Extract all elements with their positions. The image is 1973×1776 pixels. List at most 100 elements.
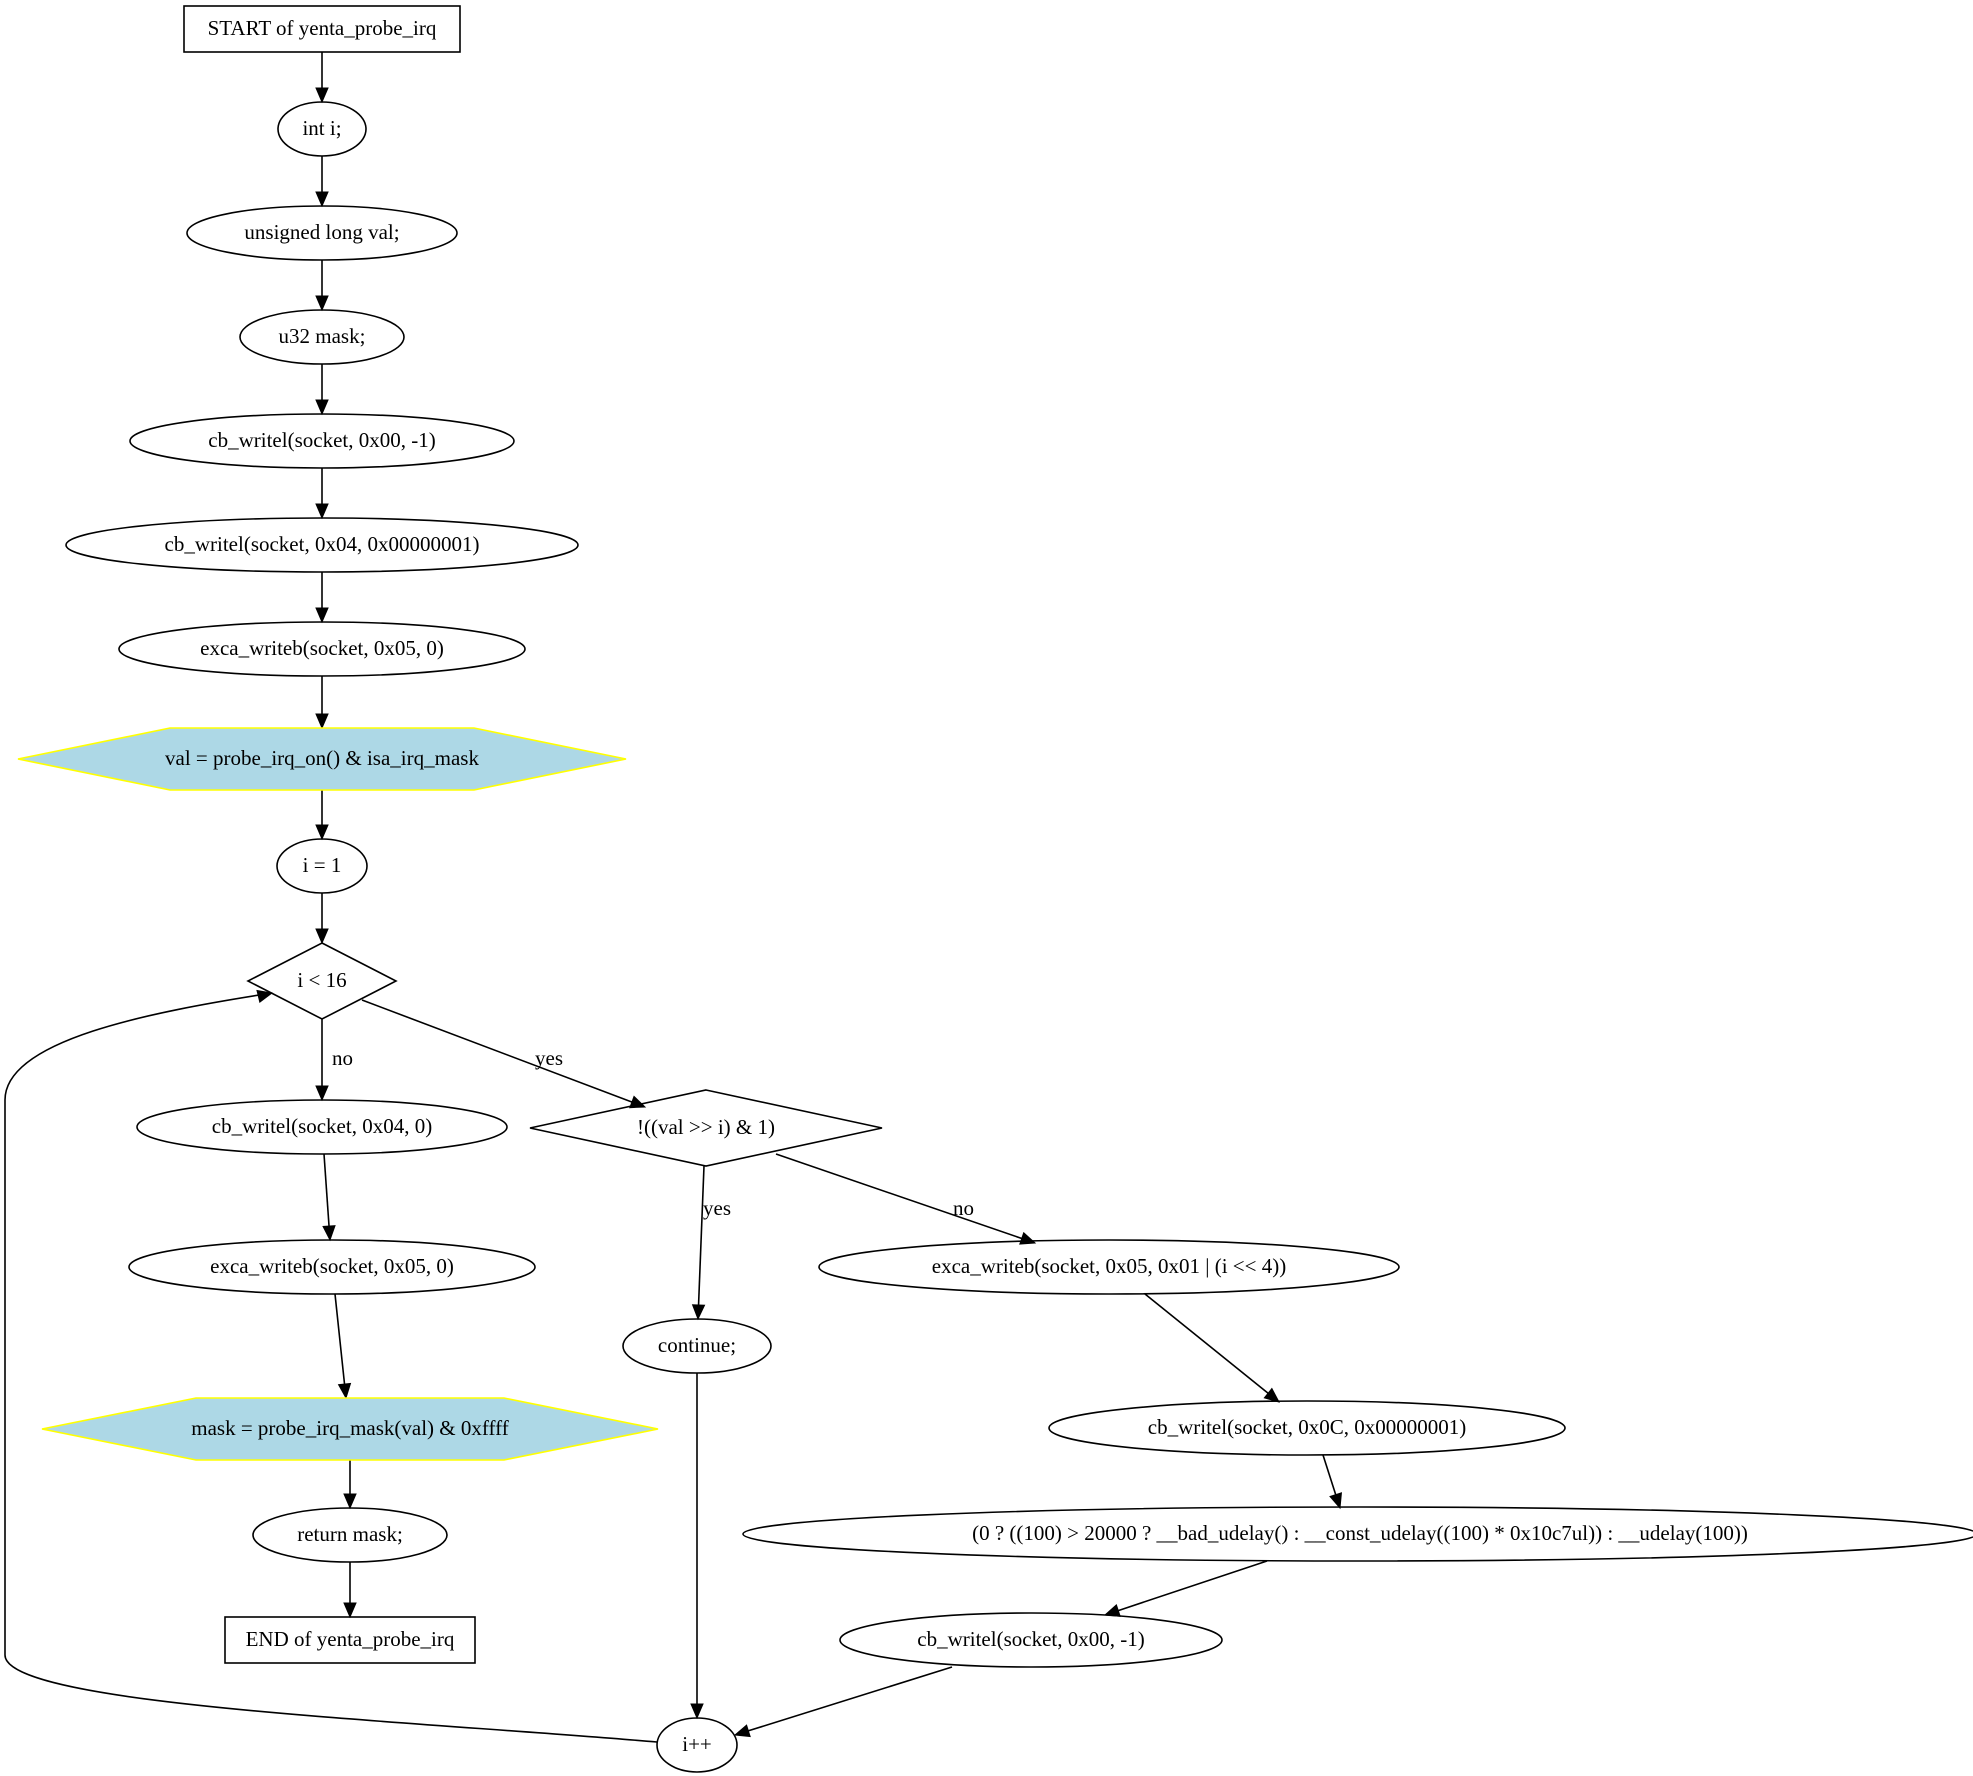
node-label: i = 1 [303, 853, 342, 877]
node-n-cont: continue; [622, 1318, 772, 1374]
edge-n_cbw1-to-n_cbw2 [315, 468, 329, 520]
edge-line [775, 1153, 1024, 1240]
edge-line [334, 1293, 346, 1387]
node-n-cond2: !((val >> i) & 1) [529, 1089, 883, 1167]
node-label: unsigned long val; [244, 220, 399, 244]
node-n-inc: i++ [656, 1717, 738, 1773]
edge-n_inc-to-n_cond [4, 989, 658, 1743]
node-shape-ellipse [136, 1099, 508, 1155]
node-label: !((val >> i) & 1) [637, 1115, 775, 1139]
node-n-cond: i < 16 [246, 942, 398, 1020]
node-n-ret: return mask; [252, 1507, 448, 1563]
node-label: cb_writel(socket, 0x00, -1) [917, 1627, 1144, 1651]
node-n-exca1: exca_writeb(socket, 0x05, 0) [118, 621, 526, 677]
node-label: (0 ? ((100) > 20000 ? __bad_udelay() : _… [972, 1521, 1748, 1545]
node-label: i++ [682, 1732, 712, 1756]
node-label: END of yenta_probe_irq [246, 1627, 455, 1651]
node-n-probe: val = probe_irq_on() & isa_irq_mask [17, 727, 627, 791]
node-shape-ellipse [129, 413, 515, 469]
node-shape-ellipse [622, 1318, 772, 1374]
node-label: cb_writel(socket, 0x0C, 0x00000001) [1148, 1415, 1466, 1439]
edge-n_cont-to-n_inc [690, 1373, 704, 1720]
edge-n_i1-to-n_cond [315, 893, 329, 945]
arrowhead [322, 1225, 336, 1242]
edge-line [4, 992, 658, 1743]
arrowhead [315, 928, 329, 945]
edge-line [1322, 1454, 1338, 1497]
arrowhead [315, 87, 329, 104]
edge-n_mask-to-n_cbw1 [315, 364, 329, 416]
node-shape-diamond [529, 1089, 883, 1167]
node-shape-ellipse [818, 1239, 1400, 1295]
arrowhead [733, 1724, 751, 1738]
edge-n_int-to-n_val [315, 156, 329, 208]
node-n-cbw5: cb_writel(socket, 0x00, -1) [839, 1612, 1223, 1668]
arrowhead [315, 824, 329, 841]
arrowhead [315, 713, 329, 730]
arrowhead [337, 1382, 352, 1400]
node-shape-ellipse [839, 1612, 1223, 1668]
node-n-cbw3: cb_writel(socket, 0x04, 0) [136, 1099, 508, 1155]
edge-n_exca2-to-n_maskset [334, 1293, 352, 1400]
node-shape-ellipse [252, 1507, 448, 1563]
node-shape-ellipse [742, 1506, 1973, 1562]
node-shape-ellipse [239, 309, 405, 365]
arrowhead [1329, 1492, 1343, 1510]
edge-n_probe-to-n_i1 [315, 790, 329, 841]
node-label: int i; [302, 116, 341, 140]
node-shape-hexagon [41, 1397, 659, 1461]
arrowhead [1019, 1231, 1037, 1245]
node-label: i < 16 [297, 968, 346, 992]
edge-start-to-n_int [315, 52, 329, 104]
edge-line [1116, 1560, 1268, 1612]
arrowhead [315, 295, 329, 312]
node-n-int: int i; [277, 101, 367, 157]
edge-line [323, 1153, 330, 1229]
node-label: exca_writeb(socket, 0x05, 0x01 | (i << 4… [932, 1254, 1286, 1278]
node-shape-box [224, 1616, 476, 1664]
edge-n_cbw3-to-n_exca2 [322, 1153, 336, 1242]
arrowhead [315, 1085, 329, 1102]
arrowhead [315, 191, 329, 208]
edge-n_cbw2-to-n_exca1 [315, 572, 329, 624]
edge-n_maskset-to-n_ret [343, 1460, 357, 1510]
node-n-exca3: exca_writeb(socket, 0x05, 0x01 | (i << 4… [818, 1239, 1400, 1295]
edge-n_cond-to-n_cond2: yes [361, 999, 647, 1109]
node-label: val = probe_irq_on() & isa_irq_mask [165, 746, 479, 770]
edge-n_udelay-to-n_cbw5 [1103, 1560, 1268, 1617]
node-label: continue; [658, 1333, 736, 1357]
node-shape-box [183, 5, 461, 53]
arrowhead [690, 1703, 704, 1720]
arrowhead [315, 503, 329, 520]
arrowhead [343, 1493, 357, 1510]
edge-n_cond2-to-n_exca3: no [775, 1153, 1037, 1245]
node-n-exca2: exca_writeb(socket, 0x05, 0) [128, 1239, 536, 1295]
node-start: START of yenta_probe_irq [183, 5, 461, 53]
node-shape-hexagon [17, 727, 627, 791]
node-label: exca_writeb(socket, 0x05, 0) [200, 636, 444, 660]
edge-line [746, 1666, 953, 1733]
node-end: END of yenta_probe_irq [224, 1616, 476, 1664]
arrowhead [315, 399, 329, 416]
node-n-mask: u32 mask; [239, 309, 405, 365]
edge-line [1144, 1293, 1271, 1396]
node-shape-ellipse [276, 838, 368, 894]
edge-n_exca1-to-n_probe [315, 676, 329, 730]
edge-n_cbw4-to-n_udelay [1322, 1454, 1343, 1510]
node-n-i1: i = 1 [276, 838, 368, 894]
node-label: return mask; [297, 1522, 403, 1546]
edge-n_exca3-to-n_cbw4 [1144, 1293, 1280, 1403]
node-shape-diamond [246, 942, 398, 1020]
node-label: exca_writeb(socket, 0x05, 0) [210, 1254, 454, 1278]
edge-n_cbw5-to-n_inc [733, 1666, 953, 1738]
node-shape-ellipse [277, 101, 367, 157]
node-n-cbw2: cb_writel(socket, 0x04, 0x00000001) [65, 517, 579, 573]
node-shape-ellipse [118, 621, 526, 677]
node-label: cb_writel(socket, 0x04, 0x00000001) [165, 532, 480, 556]
edge-label-yes: yes [703, 1196, 731, 1220]
node-label: cb_writel(socket, 0x00, -1) [208, 428, 435, 452]
node-shape-ellipse [656, 1717, 738, 1773]
